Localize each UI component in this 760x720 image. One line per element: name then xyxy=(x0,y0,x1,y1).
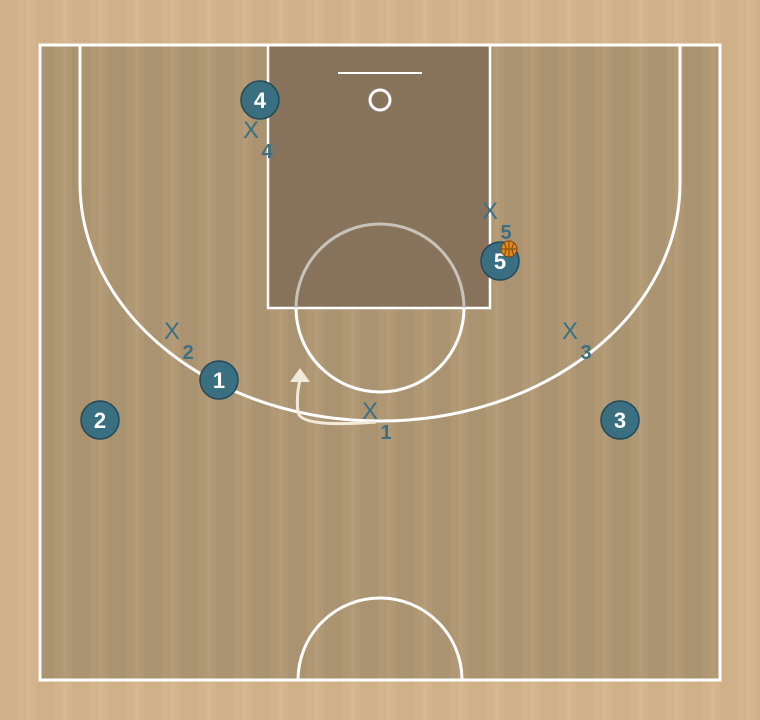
defender-mark: X xyxy=(243,117,259,144)
defender-mark: X xyxy=(482,198,498,225)
defender-x2: X2 xyxy=(164,318,194,364)
three-point-line xyxy=(78,45,682,423)
defender-number: 4 xyxy=(261,141,273,163)
cut-path xyxy=(295,379,377,426)
cut-arrow-1 xyxy=(290,368,377,426)
player-number: 5 xyxy=(494,249,506,274)
center-circle xyxy=(296,596,464,681)
offensive-player-4: 4 xyxy=(240,80,280,120)
player-marker xyxy=(80,400,120,440)
offensive-player-1: 1 xyxy=(199,360,239,400)
free-throw-circle-top xyxy=(294,222,466,309)
offensive-player-5: 5 xyxy=(480,240,520,281)
court-lines xyxy=(38,43,722,682)
defender-number: 2 xyxy=(182,342,193,364)
defender-mark: X xyxy=(164,318,180,345)
rim xyxy=(368,88,392,112)
player-marker xyxy=(240,80,280,120)
player-marker xyxy=(600,400,640,440)
free-throw-circle-bottom xyxy=(294,307,466,394)
defender-x3: X3 xyxy=(562,318,592,364)
player-number: 3 xyxy=(614,408,626,433)
defender-number: 5 xyxy=(500,222,511,244)
player-number: 1 xyxy=(213,368,225,393)
paint-area xyxy=(268,45,490,308)
lane-lines xyxy=(266,43,492,310)
defender-x1: X1 xyxy=(362,398,392,444)
player-number: 4 xyxy=(254,88,267,113)
defender-x4: X4 xyxy=(243,117,273,163)
offensive-player-3: 3 xyxy=(600,400,640,440)
defender-number: 1 xyxy=(380,422,391,444)
player-number: 2 xyxy=(94,408,106,433)
defender-mark: X xyxy=(562,318,578,345)
player-marker xyxy=(199,360,239,400)
defender-x5: X5 xyxy=(482,198,512,244)
arrow-icon xyxy=(290,368,310,382)
offensive-player-2: 2 xyxy=(80,400,120,440)
defender-number: 3 xyxy=(580,342,591,364)
basketball-icon xyxy=(500,240,518,258)
defender-mark: X xyxy=(362,398,378,425)
